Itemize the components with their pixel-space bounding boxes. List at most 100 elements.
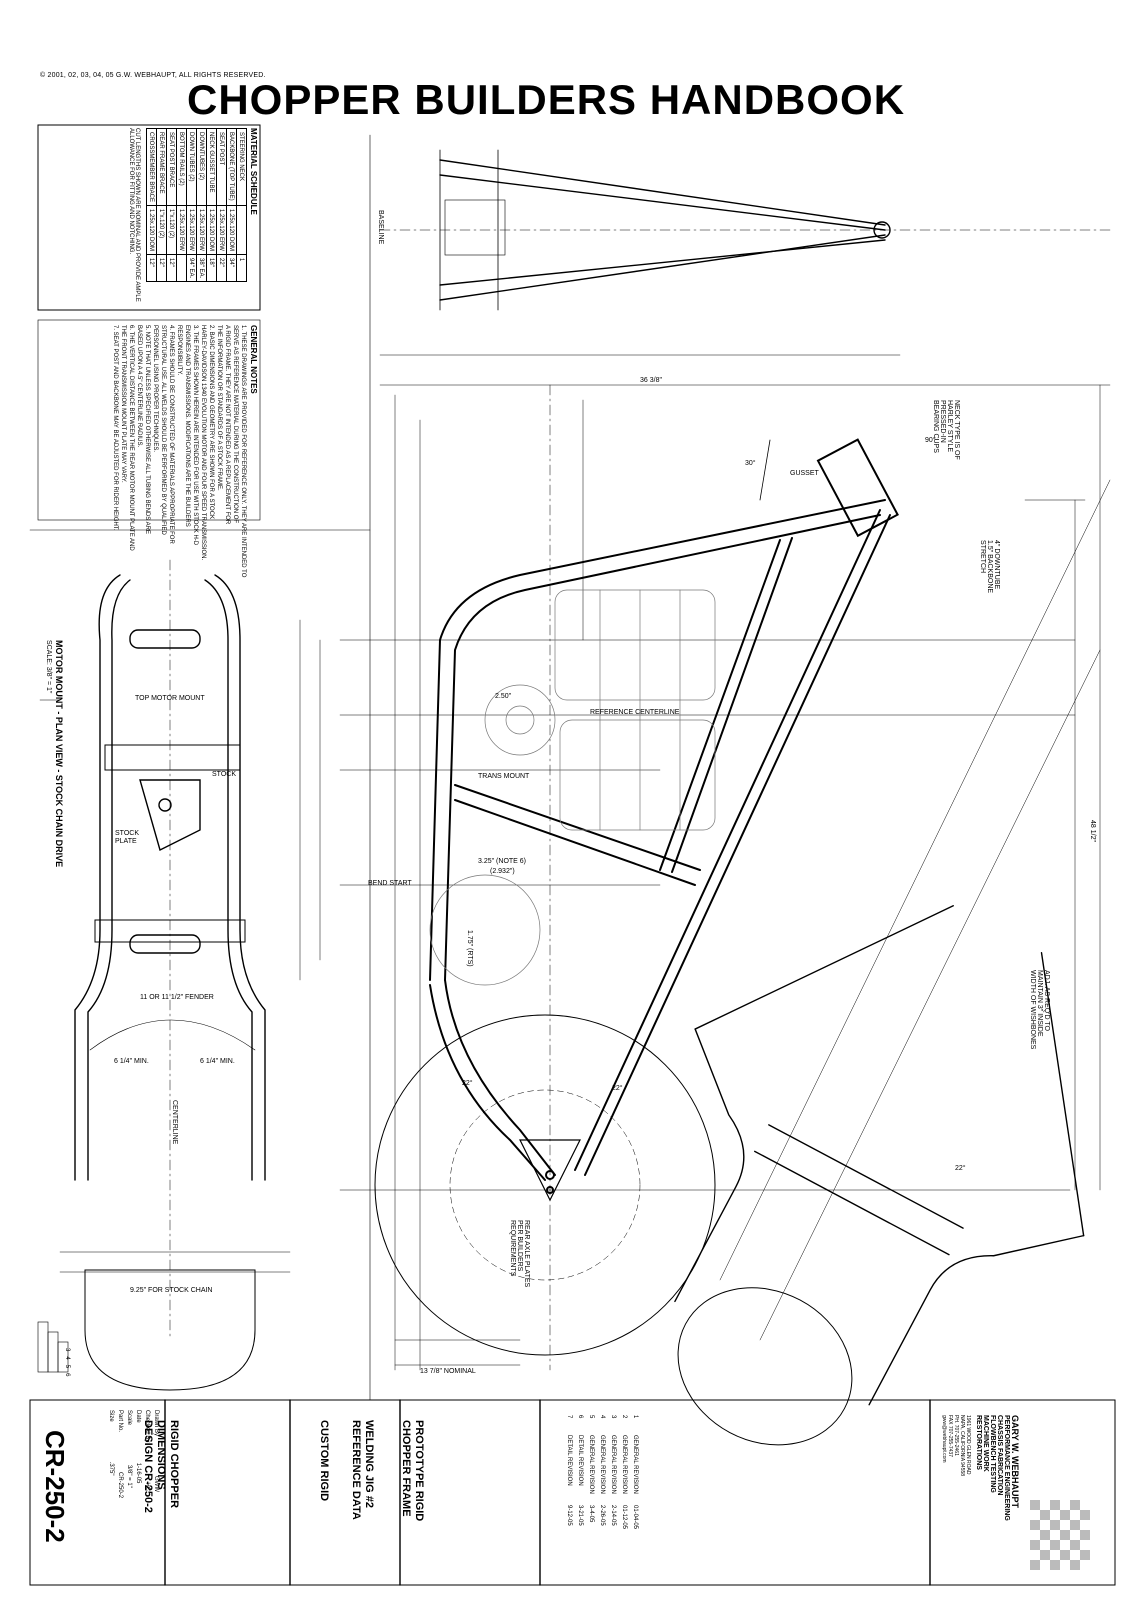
general-note-line: 1. THESE DRAWINGS ARE PROVIDED FOR REFER…	[240, 325, 246, 578]
material-qty: 12"	[166, 254, 177, 282]
company-logo	[1030, 1500, 1090, 1570]
title-field: Scale3/8" = 1"	[124, 1410, 133, 1498]
angle-22-a: 22°	[462, 1080, 473, 1087]
overall-length-dim: 36 3/8"	[640, 377, 662, 384]
revision-row: 2GENERAL REVISION01-12-05	[618, 1415, 629, 1545]
material-qty: 34"	[226, 254, 237, 282]
title-field: Size.375"	[106, 1410, 115, 1498]
material-size: 1"x.120 (2)	[156, 205, 167, 255]
material-qty	[176, 254, 187, 282]
fender-label: 11 OR 11 1/2" FENDER	[140, 994, 214, 1001]
side-view-frame	[429, 438, 899, 1202]
jig-line-2: REFERENCE DATA	[350, 1420, 362, 1520]
project-line: CUSTOM RIGID	[318, 1420, 330, 1502]
revision-date: 2-14-05	[610, 1505, 616, 1526]
material-size: 1"x.120 (2)	[166, 205, 177, 255]
sheet-number: 3	[64, 1348, 70, 1352]
revision-date: 9-12-05	[566, 1505, 572, 1526]
reference-centerline-label: REFERENCE CENTERLINE	[590, 709, 680, 716]
general-note-line: 2. BASIC DIMENSIONS AND GEOMETRY ARE SHO…	[208, 325, 214, 520]
revision-rev: 3	[610, 1415, 616, 1419]
title-field-label: Scale	[126, 1410, 132, 1426]
revision-row: 5GENERAL REVISION3-4-05	[585, 1415, 596, 1545]
revision-rev: 6	[577, 1415, 583, 1419]
general-note-line: HARLEY-DAVIDSON 1340 EVOLUTION MOTOR AND…	[200, 325, 206, 561]
company-address-line: gww@webhaupt.com	[941, 1415, 947, 1463]
title-field-value: CR-250-2	[117, 1472, 123, 1499]
material-qty: 1	[236, 254, 247, 282]
baseline-label-top: BASELINE	[377, 210, 384, 245]
general-note-line: STRUCTURAL USE. ALL WELDS SHOULD BE PERF…	[160, 325, 166, 535]
sheet-numbers: 3 4 5 6	[64, 1348, 70, 1376]
frame-line-2: CHOPPER FRAME	[400, 1420, 412, 1517]
frame-line-1: PROTOTYPE RIGID	[413, 1420, 425, 1522]
stock-chain-label: 9.25" FOR STOCK CHAIN	[130, 1287, 213, 1294]
title-field-value: .375"	[108, 1461, 114, 1476]
general-note-line: ENGINES AND TRANSMISSIONS. MODIFICATIONS…	[184, 325, 190, 527]
neck-note: NECK TYPE IS OF HARLEY STYLE PRESSED-IN …	[932, 400, 960, 460]
revision-rev: 7	[566, 1415, 572, 1419]
general-note-line: 7. SEAT POST AND BACKBONE MAY BE ADJUSTE…	[112, 325, 118, 531]
material-row: BOTTOM RAILS (2)1.25x.120 ERW	[176, 128, 187, 282]
revision-date: 3-4-05	[588, 1505, 594, 1523]
title-field-label: Part No.	[117, 1410, 123, 1433]
angle-22-b: 22°	[612, 1085, 623, 1092]
revision-rev: 1	[632, 1415, 638, 1419]
material-item: SEAT POST BRACE	[166, 128, 177, 206]
material-item: BACKBONE (TOP TUBE)	[226, 128, 237, 206]
centerline-label: CENTERLINE	[171, 1100, 178, 1145]
part-number: CR-250-2	[40, 1430, 70, 1543]
material-item: REAR FRAME BRACE	[156, 128, 167, 206]
plate-label: PLATE	[115, 838, 137, 845]
revision-desc: DETAIL REVISION	[566, 1435, 572, 1486]
material-size: 1.25x.120 ERW	[196, 205, 207, 255]
material-item: SEAT POST	[216, 128, 227, 206]
page-title: CHOPPER BUILDERS HANDBOOK	[187, 76, 906, 123]
general-note-line: THE INFORMATION OR STANDARDS OF A STOCK …	[216, 325, 222, 491]
company-name: GARY W. WEBHAUPT	[1010, 1415, 1020, 1509]
top-plan-view	[379, 149, 1111, 386]
material-schedule-footnote: CUT LENGTHS SHOWN ARE NOMINAL AND PROVID…	[128, 128, 140, 302]
general-notes-title: GENERAL NOTES	[249, 325, 258, 394]
revision-desc: GENERAL REVISION	[588, 1435, 594, 1494]
material-qty: 94" EA.	[186, 254, 197, 282]
material-size: 1.25x.120 ERW	[176, 205, 187, 255]
wheelbase-dim: 13 7/8" NOMINAL	[420, 1368, 476, 1375]
revision-row: 3GENERAL REVISION2-14-05	[607, 1415, 618, 1545]
company-address-line: FAX 707-255-7437	[947, 1415, 953, 1457]
general-note-line: 4. FRAMES SHOULD BE CONSTRUCTED OF MATER…	[168, 325, 174, 544]
motor-mount-plan-view	[39, 559, 321, 1391]
general-notes: GENERAL NOTES 1. THESE DRAWINGS ARE PROV…	[111, 325, 258, 577]
title-field: Part No. CR-250-2	[115, 1410, 124, 1498]
dim-1-75: 1.75" (RTS)	[466, 930, 473, 967]
jig-title: WELDING JIG #2 REFERENCE DATA	[349, 1420, 375, 1520]
company-address-line: NAPA, CALIFORNIA 94558	[959, 1415, 965, 1477]
sheet-number: 4	[64, 1356, 70, 1360]
revision-row: 7DETAIL REVISION 9-12-05	[563, 1415, 574, 1545]
rotated-plan-view	[674, 905, 1085, 1446]
rear-wheel-outline	[374, 1014, 716, 1356]
material-size: 1.25x.120 ERW	[186, 205, 197, 255]
material-size: 1.25x.120 DOM	[206, 205, 217, 255]
sheet-number: 5	[64, 1364, 70, 1369]
general-notes-body: 1. THESE DRAWINGS ARE PROVIDED FOR REFER…	[111, 325, 247, 577]
angle-22-c: 22°	[955, 1165, 966, 1172]
general-note-line: 5. NOTE THAT UNLESS SPECIFIED OTHERWISE …	[144, 325, 150, 534]
material-schedule-title: MATERIAL SCHEDULE	[249, 128, 258, 215]
company-address-line: 1961 WOOD GLEN ROAD	[965, 1415, 971, 1475]
copyright-notice: © 2001, 02, 03, 04, 05 G.W. WEBHAUPT, AL…	[40, 72, 266, 79]
material-item: DOWNTUBES (2)	[196, 128, 207, 206]
sheet-number: 6	[64, 1373, 70, 1377]
wishbone-note: ADJ. AS REQ'D TO MAINTAIN 3" INSIDE WIDT…	[1029, 970, 1050, 1050]
stock-label-1: STOCK	[212, 771, 236, 778]
material-qty: 18"	[206, 254, 217, 282]
plan-view-scale: SCALE: 3/8" = 1"	[45, 640, 52, 694]
description-line-3: DESIGN CR-250-2	[142, 1420, 154, 1513]
engine-outline	[429, 589, 716, 986]
